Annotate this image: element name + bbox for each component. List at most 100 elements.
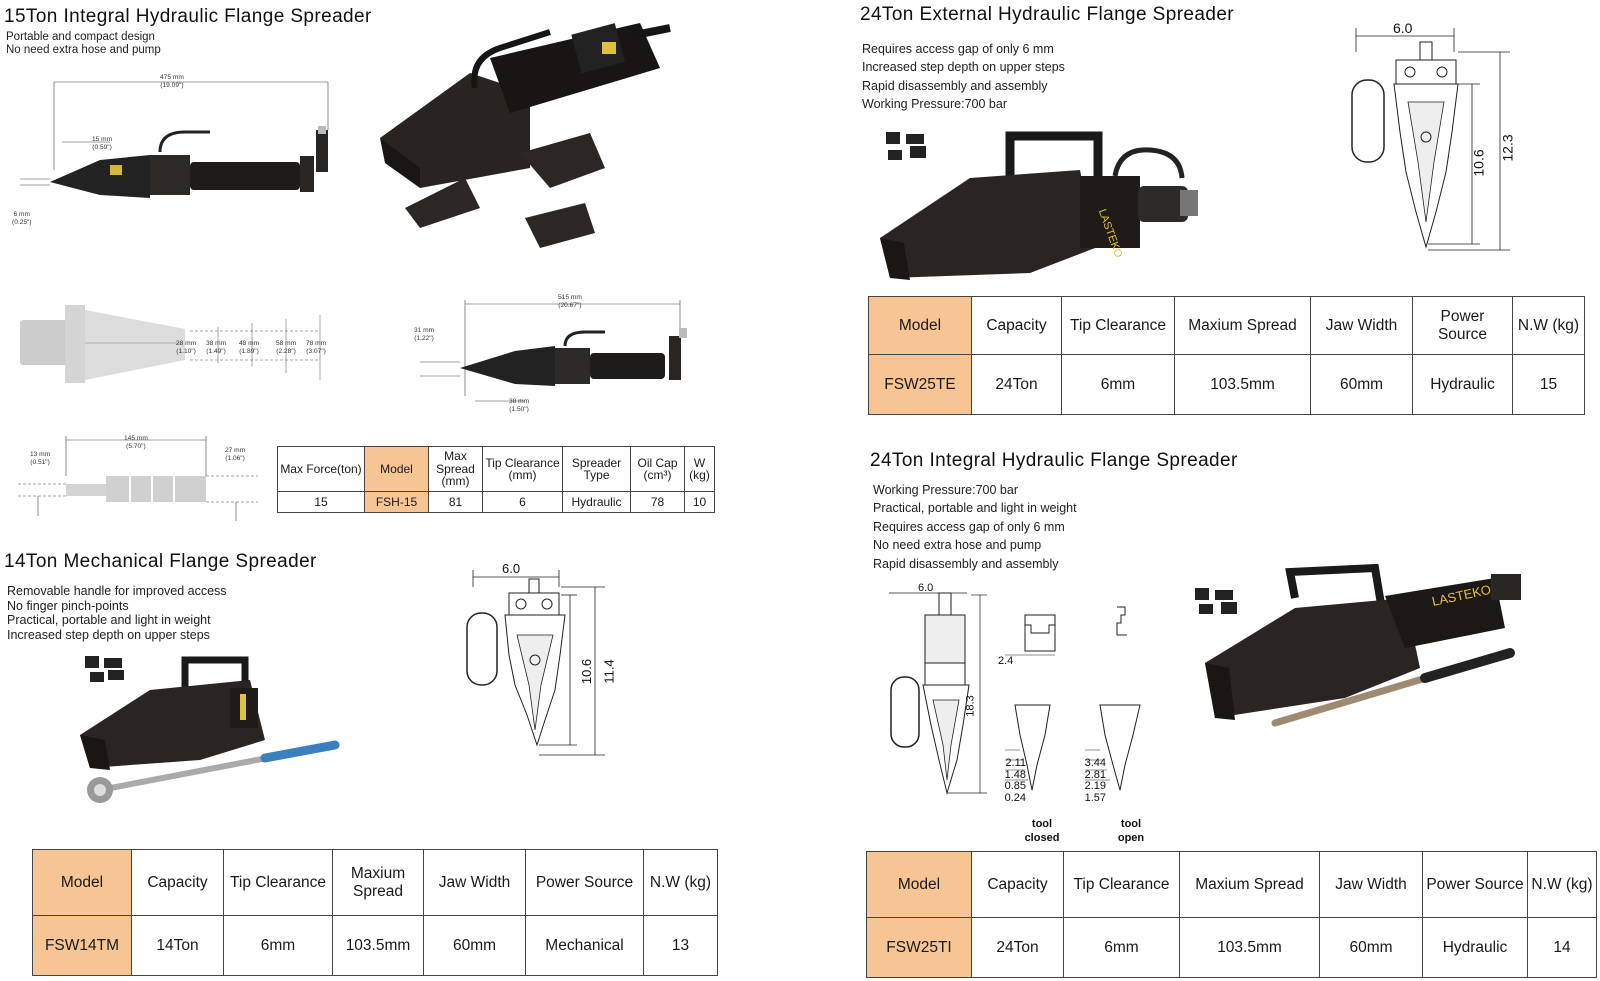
feature-line: No need extra hose and pump bbox=[873, 538, 1042, 553]
feature-line: Working Pressure:700 bar bbox=[873, 483, 1018, 497]
header-cell: Jaw Width bbox=[423, 849, 526, 916]
header-cell: Capacity bbox=[971, 851, 1064, 918]
feature-line: Practical, portable and light in weight bbox=[873, 501, 1077, 516]
cell-model: FSW14TM bbox=[32, 915, 132, 976]
spreader-14ton-drawing bbox=[466, 570, 605, 756]
cell: 78 bbox=[630, 491, 685, 513]
header-cell: Power Source bbox=[525, 849, 644, 916]
spreader-24ton-integral-drawing bbox=[889, 592, 1141, 795]
title-24ton-integral: 24Ton Integral Hydraulic Flange Spreader bbox=[870, 450, 1238, 471]
cell: Hydraulic bbox=[1422, 917, 1528, 978]
cell: 13 bbox=[643, 915, 718, 976]
spreader-15ton-photo bbox=[380, 23, 671, 248]
table-header-row: Max Force(ton) Model Max Spread (mm) Tip… bbox=[277, 446, 715, 492]
dim-24ext-width: 6.0 bbox=[1393, 20, 1413, 36]
header-cell: Power Source bbox=[1412, 296, 1513, 355]
cell: Hydraulic bbox=[1412, 354, 1513, 415]
dim-text: (5.70") bbox=[126, 442, 146, 450]
cell-model: FSW25TE bbox=[868, 354, 972, 415]
header-cell: Maxium Spread bbox=[332, 849, 424, 916]
label-text: tool bbox=[1120, 818, 1142, 830]
header-cell-model: Model bbox=[866, 851, 972, 918]
header-cell: Jaw Width bbox=[1310, 296, 1413, 355]
title-24ton-external: 24Ton External Hydraulic Flange Spreader bbox=[860, 4, 1235, 25]
table-row: FSW25TI 24Ton 6mm 103.5mm 60mm Hydraulic… bbox=[866, 917, 1597, 978]
label-text: open bbox=[1117, 832, 1145, 844]
dim-step-1: 28 mm (1.10") bbox=[176, 340, 196, 355]
dim-jaw-thick: 27 mm (1.06") bbox=[225, 447, 245, 462]
cell: 103.5mm bbox=[332, 915, 424, 976]
cell: 24Ton bbox=[971, 354, 1062, 415]
cell: Hydraulic bbox=[562, 491, 631, 513]
header-cell: N.W (kg) bbox=[1512, 296, 1585, 355]
dim-text: 27 mm bbox=[225, 447, 246, 454]
dim-text: 48 mm bbox=[239, 340, 260, 347]
dim-text: (1.49") bbox=[206, 347, 226, 355]
title-14ton: 14Ton Mechanical Flange Spreader bbox=[4, 551, 317, 572]
header-cell: N.W (kg) bbox=[643, 849, 718, 916]
dim-text: 2.81 bbox=[1084, 768, 1106, 781]
feature-line: Practical, portable and light in weight bbox=[7, 613, 211, 627]
feature-line: No need extra hose and pump bbox=[6, 44, 161, 56]
dim-15ton-open-tip: 38 mm (1.50") bbox=[509, 398, 529, 413]
header-cell-model: Model bbox=[364, 446, 429, 492]
header-cell: Power Source bbox=[1422, 851, 1528, 918]
table-header-row: Model Capacity Tip Clearance Maxium Spre… bbox=[866, 851, 1597, 918]
cell: 10 bbox=[684, 491, 715, 513]
cell: 15 bbox=[1512, 354, 1585, 415]
dim-step-5: 78 mm (3.07") bbox=[306, 340, 326, 355]
feature-line: Portable and compact design bbox=[6, 31, 155, 43]
jaw-drawing bbox=[18, 436, 258, 521]
spreader-15ton-side-drawing bbox=[20, 81, 329, 198]
table-row: 15 FSH-15 81 6 Hydraulic 78 10 bbox=[277, 491, 715, 513]
spec-table-15ton: Max Force(ton) Model Max Spread (mm) Tip… bbox=[277, 446, 715, 513]
dim-15ton-gap: 6 mm (0.25") bbox=[12, 211, 32, 226]
dim-text: 31 mm bbox=[414, 327, 435, 334]
cell: 14 bbox=[1527, 917, 1597, 978]
dim-text: 145 mm bbox=[124, 435, 148, 442]
dim-text: 38 mm bbox=[509, 398, 530, 405]
dim-15ton-open-length: 515 mm (20.67") bbox=[558, 294, 582, 309]
dim-text: (1.89") bbox=[239, 347, 259, 355]
features-14ton: Removable handle for improved access No … bbox=[7, 584, 227, 642]
spec-table-24ton-external: Model Capacity Tip Clearance Maxium Spre… bbox=[868, 296, 1585, 415]
dim-text: 78 mm bbox=[306, 340, 327, 347]
feature-line: Requires access gap of only 6 mm bbox=[873, 519, 1065, 534]
features-15ton: Portable and compact design No need extr… bbox=[6, 31, 161, 57]
dim-text: (1.50") bbox=[509, 405, 529, 413]
cell: 6mm bbox=[1061, 354, 1175, 415]
table-row: FSW25TE 24Ton 6mm 103.5mm 60mm Hydraulic… bbox=[868, 354, 1585, 415]
dims-tool-open: 3.44 2.81 2.19 1.57 bbox=[1070, 757, 1106, 804]
dim-text: (1.10") bbox=[176, 347, 196, 355]
dim-text: (0.51") bbox=[30, 458, 50, 466]
dim-jaw-length: 145 mm (5.70") bbox=[124, 435, 148, 450]
dim-15ton-open-height: 31 mm (1.22") bbox=[414, 327, 434, 342]
dim-text: 0.85 bbox=[1004, 780, 1026, 792]
header-cell: Max Spread (mm) bbox=[428, 446, 483, 492]
dim-step-2: 38 mm (1.49") bbox=[206, 340, 226, 355]
dim-14ton-h1: 10.6 bbox=[579, 658, 595, 685]
table-header-row: Model Capacity Tip Clearance Maxium Spre… bbox=[32, 849, 718, 916]
cell: 81 bbox=[428, 491, 483, 513]
dim-text: 38 mm bbox=[206, 340, 227, 347]
cell: 24Ton bbox=[971, 917, 1064, 978]
dim-24int-width: 6.0 bbox=[918, 582, 934, 594]
cell: 15 bbox=[277, 491, 365, 513]
dim-text: 3.44 bbox=[1084, 757, 1106, 769]
header-cell: Max Force(ton) bbox=[277, 446, 365, 492]
feature-line: Rapid disassembly and assembly bbox=[873, 556, 1059, 571]
dim-15ton-length: 475 mm (19.09") bbox=[160, 74, 184, 89]
spreader-24ton-external-photo: LASTEKO bbox=[880, 131, 1198, 280]
cell: 6mm bbox=[223, 915, 333, 976]
dim-24ext-h1: 10.6 bbox=[1470, 149, 1487, 177]
spreader-24ton-external-drawing bbox=[1351, 28, 1510, 251]
dim-14ton-h2: 11.4 bbox=[601, 659, 617, 684]
dim-text: (3.07") bbox=[306, 347, 326, 355]
header-cell: Tip Clearance bbox=[1061, 296, 1175, 355]
dim-24int-height: 18.3 bbox=[964, 695, 977, 717]
dim-text: (0.59") bbox=[92, 143, 112, 151]
dim-jaw-thin: 13 mm (0.51") bbox=[30, 451, 50, 466]
dim-step-4: 58 mm (2.28") bbox=[276, 340, 296, 355]
dim-text: (19.09") bbox=[160, 81, 184, 89]
dim-text: 58 mm bbox=[276, 340, 297, 347]
